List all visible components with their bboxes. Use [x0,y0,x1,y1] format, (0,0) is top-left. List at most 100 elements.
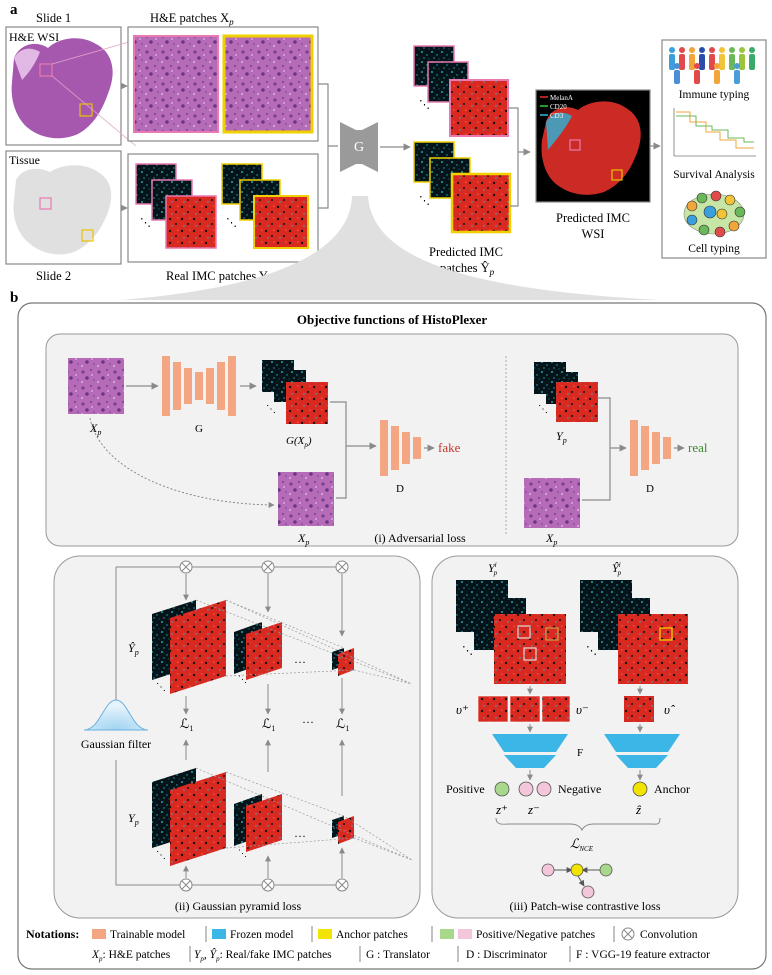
he-patch-pink [133,35,219,133]
adv-xp3-label: Xp [545,531,557,547]
notation-discriminator: D : Discriminator [466,949,547,961]
pyramid-y-level3 [332,816,354,844]
notation-line2-b: Yp, Ŷp: Real/fake IMC patches [194,947,332,963]
pyramid-ellipsis-top: ··· [294,655,306,669]
legend-cd3: CD3 [550,112,564,120]
predicted-stack-pink: ⋱ [413,45,509,137]
negative-feature-icon [518,781,534,797]
adv-discriminator [380,420,421,476]
panel-b-title: Objective functions of HistoPlexer [297,312,487,327]
contrastive-vhat-label: υ̂ [664,702,675,717]
he-wsi-light [14,48,40,80]
svg-text:⋱: ⋱ [419,99,430,111]
svg-text:⋱: ⋱ [238,848,247,858]
pyramid-l1-2: ℒ1 [262,716,275,733]
cell-typing-icon [683,190,746,238]
real-imc-stack-pink: ⋱ [135,163,217,249]
svg-text:⋱: ⋱ [538,404,548,415]
predicted-wsi-line1: Predicted IMC [556,211,630,225]
notation-translator: G : Translator [366,949,430,961]
gaussian-filter-label: Gaussian filter [81,737,151,751]
tissue-yellow-patch [81,229,94,242]
adv-gxp-label: G(Xp) [286,435,312,449]
adv-connector-d2 [582,397,626,501]
connector-to-wsi [508,107,530,207]
notation-frozen: Frozen model [230,929,294,941]
he-wsi-pink-patch [39,63,53,77]
svg-text:⋱: ⋱ [156,682,166,693]
adv-real-label: real [688,440,708,455]
pyramid-yhat-label: Ŷp [128,641,139,657]
adv-xp2-label: Xp [297,531,309,547]
svg-text:⋱: ⋱ [226,217,237,229]
svg-text:⋱: ⋱ [419,195,430,207]
adv-g-label: G [195,423,203,435]
he-wsi-connector [51,39,137,147]
tissue-pink-patch [39,197,52,210]
anchor-feature-icon [632,781,648,797]
app-survival-analysis: Survival Analysis [673,169,755,181]
svg-text:⋱: ⋱ [156,850,166,861]
pyramid-l1-1: ℒ1 [180,716,193,733]
pyramid-yhat-level3 [332,648,354,676]
real-imc-stack-yellow: ⋱ [221,163,309,249]
predicted-wsi-line2: WSI [582,227,605,241]
slide1-label: Slide 1 [36,11,71,25]
predicted-wsi-pink-patch [569,139,581,151]
notations-title: Notations: [26,927,79,941]
contrastive-f-label: F [577,747,583,759]
pyramid-caption: (ii) Gaussian pyramid loss [175,899,302,913]
panel-a-letter: a [10,2,18,18]
pyramid-l1-row: ℒ1 ℒ1 ··· ℒ1 [180,678,349,796]
svg-text:⋱: ⋱ [586,645,597,657]
predicted-wsi-cyan [546,112,572,150]
he-patch-yellow [222,34,314,134]
adv-connector-d [330,401,376,499]
contrastive-zminus-label: z⁻ [527,802,540,817]
marker-legend: MelanA CD20 CD3 [540,94,573,120]
positive-swatch [440,929,454,939]
pyramid-l1-3: ℒ1 [336,716,349,733]
adv-fake-label: fake [438,440,461,455]
legend-cd20: CD20 [550,103,567,111]
contrastive-vhat-patch [624,696,654,722]
immune-people-icon [669,47,755,84]
contrastive-anchor-label: Anchor [654,782,690,796]
svg-text:⋱: ⋱ [140,217,151,229]
generator-shape [340,122,378,172]
notation-line2-a: Xp: H&E patches [91,949,171,963]
adv-caption: (i) Adversarial loss [374,531,466,545]
notation-trainable: Trainable model [110,929,185,941]
adv-d-label: D [396,483,404,495]
notation-convolution: Convolution [640,929,698,941]
pyramid-top-convs [116,560,349,637]
adv-xp3-patch [524,478,580,528]
negative-swatch [458,929,472,939]
svg-text:⋱: ⋱ [462,645,473,657]
contrastive-f-left [492,734,568,752]
pyramid-yhat-stack: ⋱ [152,600,226,694]
contrastive-fake-stack: ⋱ [580,580,688,684]
contrastive-f-left-bottom [504,755,556,768]
he-patches-label: H&E patches Xp [150,11,234,27]
funnel-shape [120,196,660,300]
pyramid-l1-ellipsis: ··· [302,715,314,729]
contrastive-brace [495,817,661,832]
slide2-label: Slide 2 [36,269,71,283]
svg-text:⋱: ⋱ [266,404,276,415]
notation-anchor: Anchor patches [336,929,408,941]
contrastive-nce-label: ℒNCE [570,836,594,853]
gaussian-filter-icon [83,699,149,731]
pyramid-dotted-bottom [195,767,413,861]
legend-melana: MelanA [550,94,573,102]
contrastive-f-right [604,734,680,752]
positive-feature-icon [494,781,510,797]
contrastive-vminus-label: υ⁻ [576,702,589,717]
tissue-shape [13,165,112,255]
contrastive-graph-icon [541,863,613,899]
survival-curve-icon [673,108,756,157]
panel-b: b Objective functions of HistoPlexer Xp … [10,290,767,970]
